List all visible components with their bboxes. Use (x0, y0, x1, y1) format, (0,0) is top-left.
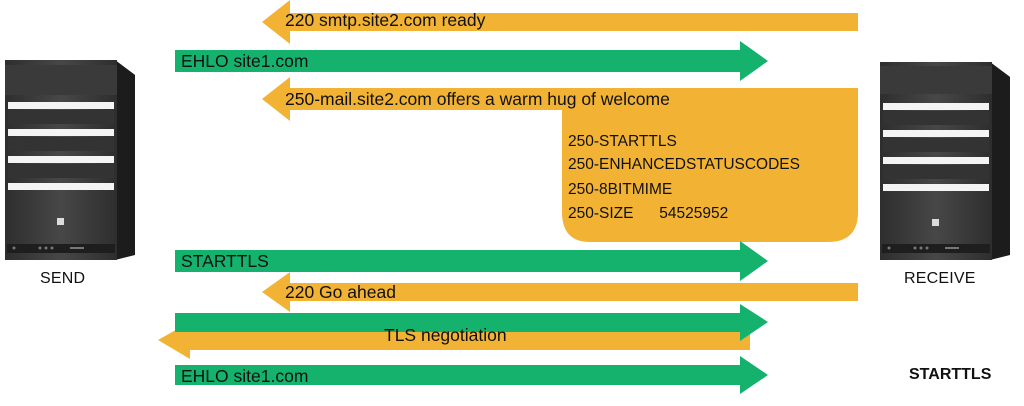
drive-bay-icon (8, 129, 114, 136)
msg-go-ahead: 220 Go ahead (285, 282, 396, 302)
drive-bay-icon (883, 130, 989, 137)
ext-enhancedstatuscodes: 250-ENHANCEDSTATUSCODES (568, 156, 800, 173)
power-button-icon (57, 218, 64, 225)
arrow-starttls (175, 241, 768, 281)
msg-starttls: STARTTLS (181, 251, 269, 271)
drive-bay-icon (8, 102, 114, 109)
power-button-icon (932, 219, 939, 226)
msg-250-welcome: 250-mail.site2.com offers a warm hug of … (285, 89, 670, 109)
msg-tls-negotiation: TLS negotiation (384, 325, 507, 345)
send-server-icon (5, 60, 135, 260)
msg-ehlo-1: EHLO site1.com (181, 51, 309, 71)
ext-size: 250-SIZE 54525952 (568, 205, 729, 222)
drive-bay-icon (8, 156, 114, 163)
drive-bay-icon (883, 157, 989, 164)
ext-starttls: 250-STARTTLS (568, 133, 677, 150)
arrow-220-ready (262, 0, 858, 44)
ext-8bitmime: 250-8BITMIME (568, 181, 673, 198)
diagram-title: STARTTLS (909, 366, 992, 383)
drive-bay-icon (883, 184, 989, 191)
arrow-go-ahead (262, 272, 858, 312)
arrow-250-welcome (262, 77, 858, 242)
drive-bay-icon (8, 183, 114, 190)
arrow-tls-green (175, 304, 768, 341)
arrow-ehlo-1 (175, 41, 768, 81)
msg-ehlo-2: EHLO site1.com (181, 366, 309, 386)
msg-220-ready: 220 smtp.site2.com ready (285, 10, 486, 30)
send-label: SEND (40, 270, 86, 287)
receive-label: RECEIVE (904, 270, 976, 287)
receive-server-icon (880, 62, 1010, 260)
arrow-ehlo-2 (175, 356, 768, 394)
drive-bay-icon (883, 103, 989, 110)
